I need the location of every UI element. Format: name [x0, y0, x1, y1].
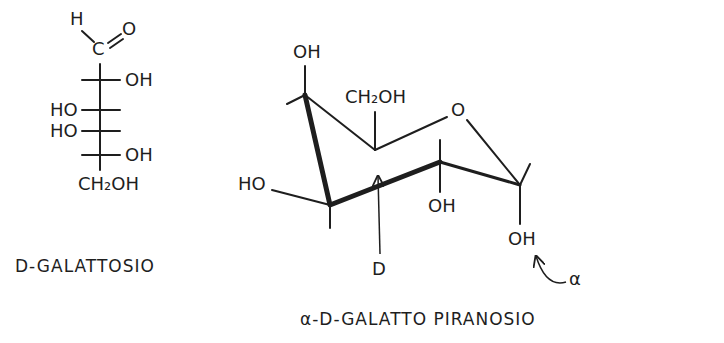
atom-label: C — [92, 38, 105, 60]
group-label: OH — [508, 228, 536, 250]
fischer-projection — [82, 31, 123, 170]
group-label: HO — [50, 99, 78, 121]
structure-caption: D-GALATTOSIO — [15, 255, 155, 277]
group-label: HO — [50, 120, 78, 142]
chair-conformation — [272, 66, 530, 228]
group-label: HO — [238, 173, 266, 195]
group-label: OH — [293, 41, 321, 63]
ring-oxygen: O — [451, 99, 465, 121]
config-marker: D — [372, 258, 386, 280]
structure-caption: α-D-GALATTO PIRANOSIO — [300, 308, 536, 330]
pointer-arrows — [378, 176, 566, 283]
group-label: CH₂OH — [78, 173, 139, 195]
group-label: CH₂OH — [345, 86, 406, 108]
anomer-marker: α — [569, 268, 581, 290]
group-label: OH — [125, 144, 153, 166]
atom-label: H — [70, 8, 84, 30]
group-label: OH — [428, 195, 456, 217]
group-label: OH — [125, 69, 153, 91]
atom-label: O — [122, 18, 136, 40]
